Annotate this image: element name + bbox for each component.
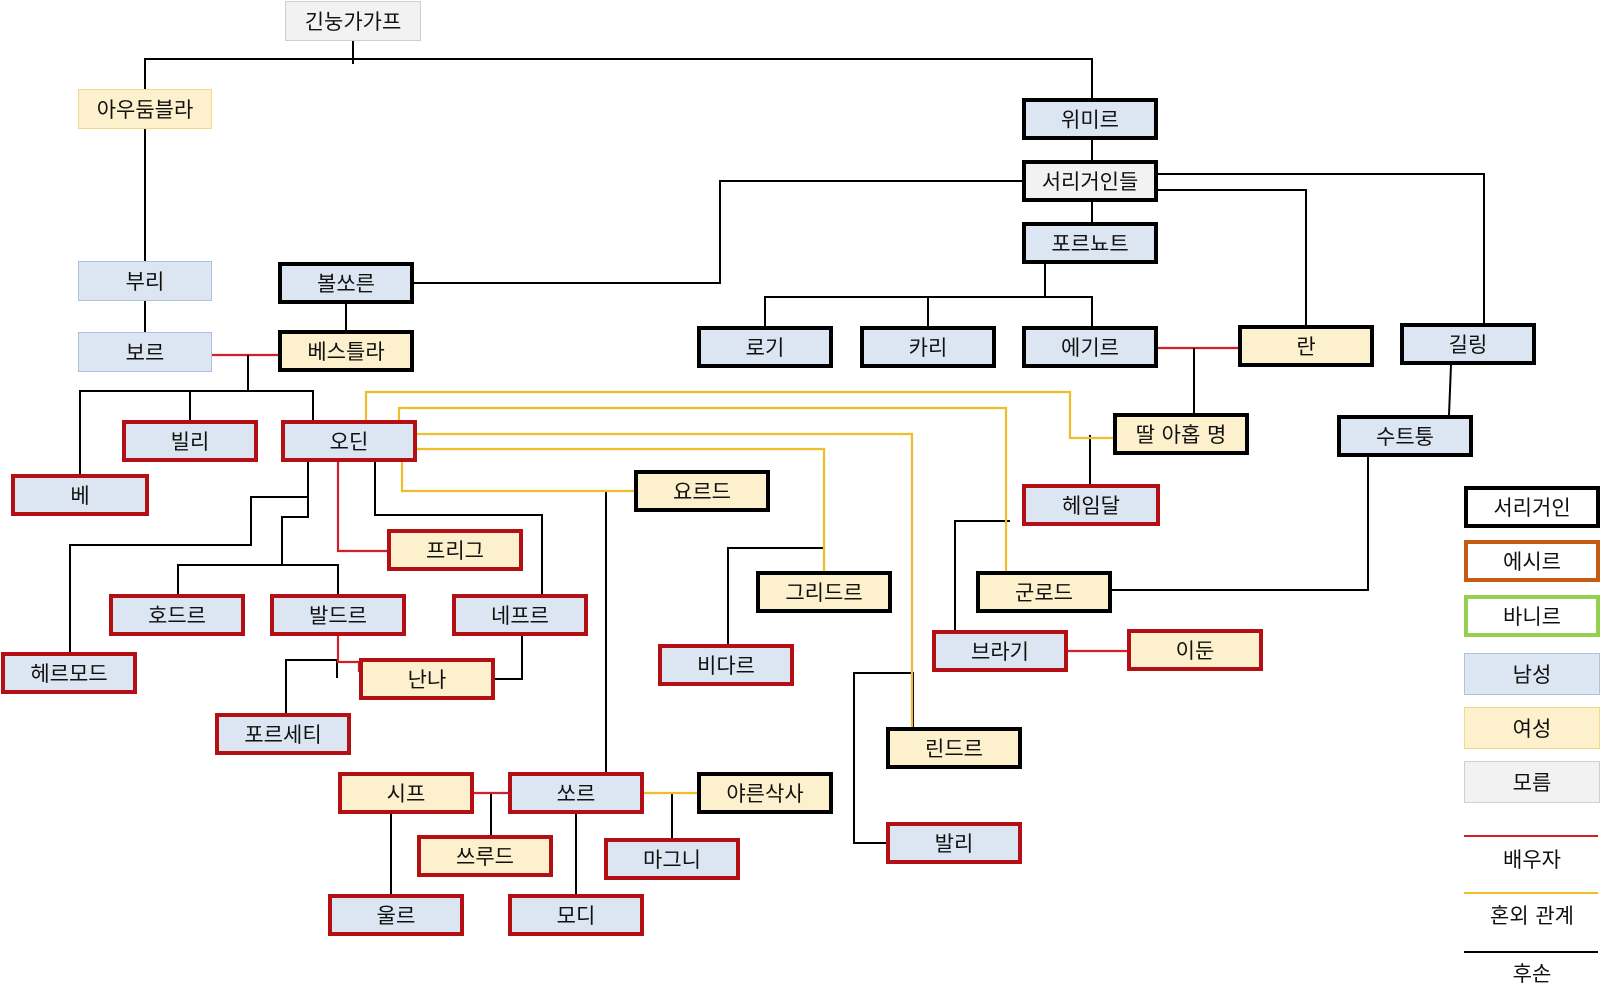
person-node-hermod: 헤르모드 (1, 652, 137, 694)
person-node-ran: 란 (1238, 325, 1374, 367)
descendant-line-27 (285, 659, 338, 713)
person-node-frigg: 프리그 (387, 529, 523, 571)
legend-aesir: 에시르 (1464, 540, 1600, 582)
descendant-line-1 (144, 58, 1093, 98)
person-node-odin: 오딘 (281, 420, 417, 462)
legend-spouse-label: 배우자 (1503, 848, 1561, 872)
descendant-line-23 (281, 482, 309, 566)
person-node-thrudr: 쓰루드 (417, 835, 553, 877)
person-node-modi: 모디 (508, 894, 644, 936)
legend-spouse-line (1464, 835, 1598, 837)
descendant-line-26 (495, 636, 523, 680)
person-node-forseti: 포르세티 (215, 713, 351, 755)
descendant-line-15 (79, 390, 314, 474)
person-node-grid: 그리드르 (756, 571, 892, 613)
person-node-nepr: 네프르 (452, 594, 588, 636)
legend-male: 남성 (1464, 653, 1600, 695)
person-node-bolthorn: 볼쏘른 (278, 262, 414, 304)
person-node-hodr: 호드르 (109, 594, 245, 636)
person-node-nanna: 난나 (359, 658, 495, 700)
person-node-vidar: 비다르 (658, 644, 794, 686)
person-node-thor: 쏘르 (508, 772, 644, 814)
descendant-line-8 (1158, 173, 1485, 323)
person-node-kari: 카리 (860, 326, 996, 368)
descendant-line-30 (954, 520, 1010, 630)
person-node-baldr: 발드르 (270, 594, 406, 636)
person-node-borr: 보르 (78, 332, 212, 372)
person-node-suttungr: 수트퉁 (1337, 415, 1473, 457)
person-node-buri: 부리 (78, 261, 212, 301)
person-node-ginnungagap: 긴눙가가프 (285, 1, 421, 41)
person-node-ullr: 울르 (328, 894, 464, 936)
person-node-logi: 로기 (697, 326, 833, 368)
person-node-jarnsaxa: 야른삭사 (697, 772, 833, 814)
legend-descendant-label: 후손 (1512, 962, 1552, 986)
person-node-bestla: 베스틀라 (278, 330, 414, 372)
spouse-line-36 (336, 462, 387, 553)
affair-line-44 (417, 447, 826, 571)
person-node-vali: 발리 (886, 822, 1022, 864)
affair-line-43 (417, 432, 914, 727)
affair-line-45 (400, 462, 634, 493)
person-node-daughters: 딸 아홉 명 (1113, 413, 1249, 455)
descendant-line-20 (1448, 364, 1452, 416)
person-node-fornjotr: 포르뇨트 (1022, 222, 1158, 264)
person-node-magni: 마그니 (604, 838, 740, 880)
descendant-line-6 (414, 180, 1022, 284)
person-node-jord: 요르드 (634, 470, 770, 512)
descendant-line-24 (177, 564, 339, 594)
person-node-aegir: 에기르 (1022, 326, 1158, 368)
legend-female: 여성 (1464, 707, 1600, 749)
person-node-ymir: 위미르 (1022, 98, 1158, 140)
descendant-line-7 (1158, 189, 1307, 325)
person-node-audhumla: 아우둠블라 (78, 89, 212, 129)
person-node-rindr: 린드르 (886, 727, 1022, 769)
legend-vanir: 바니르 (1464, 595, 1600, 637)
legend-affair-label: 혼외 관계 (1490, 904, 1574, 928)
descendant-line-21 (1112, 457, 1369, 591)
descendant-line-25 (374, 462, 543, 594)
person-node-gunnlod: 군로드 (976, 571, 1112, 613)
person-node-vili: 빌리 (122, 420, 258, 462)
person-node-sif: 시프 (338, 772, 474, 814)
affair-line-41 (364, 390, 1113, 440)
legend-unknown: 모름 (1464, 761, 1600, 803)
legend-descendant-line (1464, 951, 1598, 953)
affair-line-42 (397, 406, 1008, 571)
legend-affair-line (1464, 892, 1598, 894)
person-node-frostgiants: 서리거인들 (1022, 160, 1158, 202)
person-node-heimdall: 헤임달 (1022, 484, 1160, 526)
person-node-idun: 이둔 (1127, 629, 1263, 671)
person-node-ve: 베 (11, 474, 149, 516)
person-node-gilling: 길링 (1400, 323, 1536, 365)
legend-frost-giant: 서리거인 (1464, 486, 1600, 528)
person-node-bragi: 브라기 (932, 630, 1068, 672)
